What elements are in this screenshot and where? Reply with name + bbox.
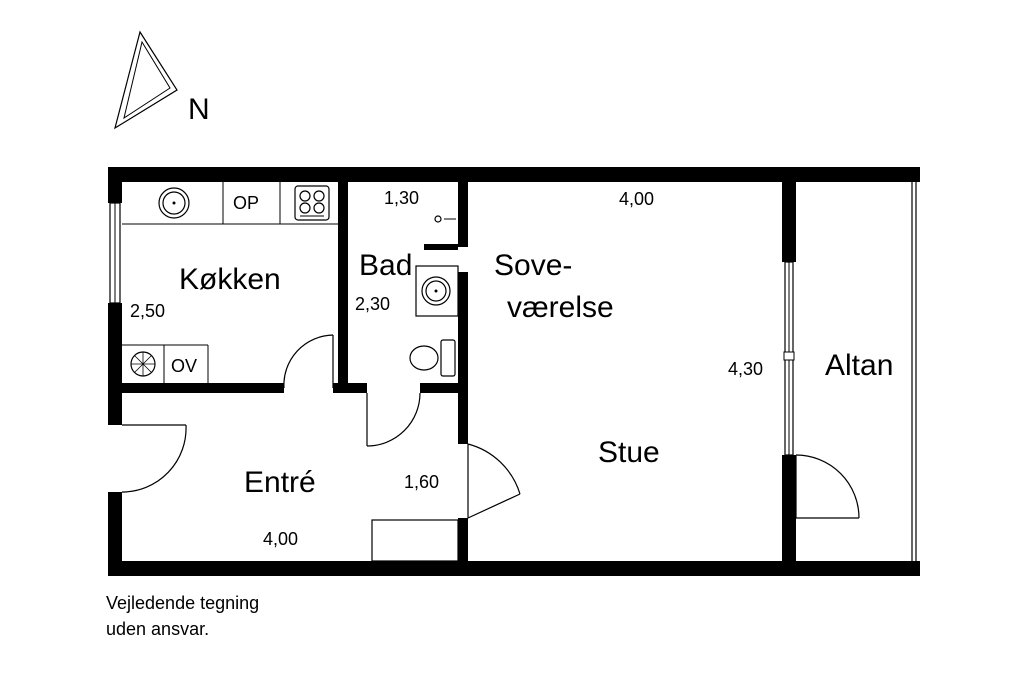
shower-icon (434, 215, 456, 223)
ov-label: OV (171, 356, 197, 376)
bath-sink-icon (415, 265, 459, 317)
kitchen-door (283, 334, 334, 389)
living-door (467, 443, 521, 519)
bath-depth-dimension: 2,30 (355, 294, 390, 314)
entry-width-dimension: 4,00 (263, 529, 298, 549)
balcony-door (795, 454, 860, 519)
entrance-door (121, 424, 187, 493)
fan-icon (130, 351, 156, 377)
stove-icon (294, 185, 330, 221)
interior-walls (122, 167, 796, 576)
kitchen-counter (122, 182, 338, 225)
bath-width-dimension: 1,30 (384, 188, 419, 208)
living-width-dimension: 4,00 (619, 189, 654, 209)
living-balcony-window (783, 261, 795, 456)
kitchen-lower-counter (122, 344, 209, 383)
disclaimer-line1: Vejledende tegning (106, 593, 259, 613)
compass-arrow-icon (114, 30, 178, 130)
bath-partition (424, 244, 458, 250)
op-label: OP (233, 193, 259, 213)
bedroom-label-line1: Sove- (494, 249, 572, 282)
disclaimer-line2: uden ansvar. (106, 619, 209, 639)
balcony-label: Altan (825, 349, 893, 382)
entry-wardrobe (371, 519, 459, 562)
kitchen-window (109, 202, 121, 304)
kitchen-label: Køkken (179, 263, 281, 296)
living-room-label: Stue (598, 436, 660, 469)
entry-depth-dimension: 1,60 (404, 472, 439, 492)
living-depth-dimension: 4,30 (728, 359, 763, 379)
bedroom-label-line2: værelse (507, 291, 614, 324)
entry-label: Entré (244, 466, 316, 499)
toilet-icon (409, 339, 456, 377)
bath-label: Bad (359, 249, 412, 282)
balcony-railing (911, 182, 917, 561)
compass-north-label: N (188, 93, 210, 126)
kitchen-depth-dimension: 2,50 (130, 301, 165, 321)
exterior-walls (108, 167, 920, 576)
bath-door (366, 392, 421, 447)
sink-icon (158, 187, 190, 219)
